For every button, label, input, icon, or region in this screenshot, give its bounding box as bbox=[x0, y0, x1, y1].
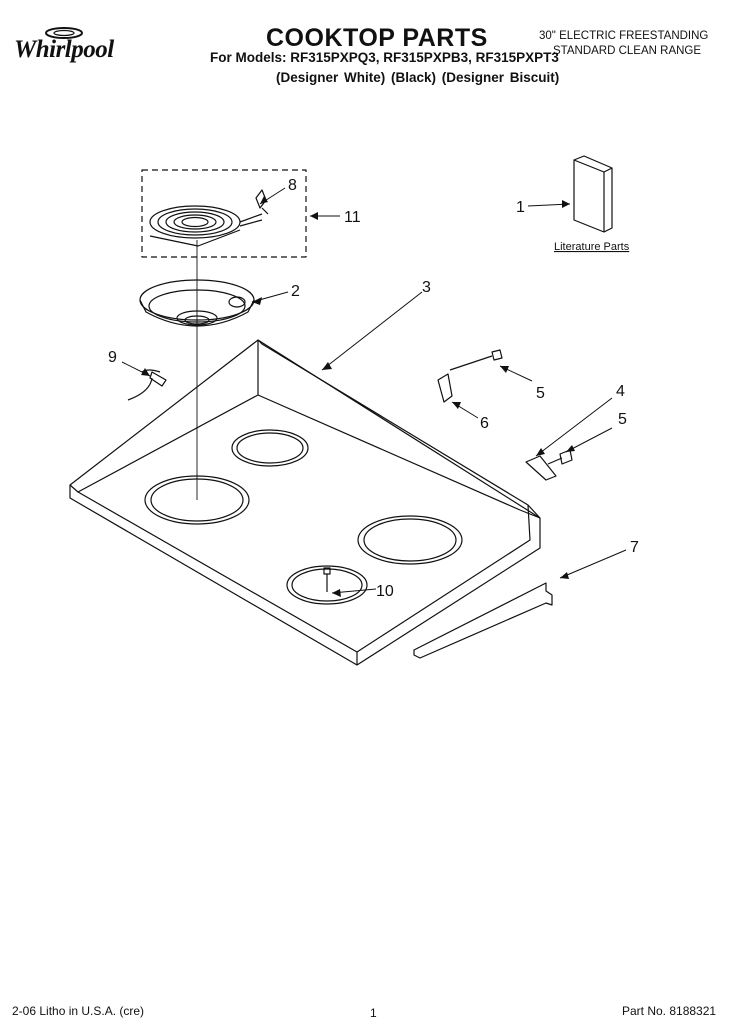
range-type-line1: 30" ELECTRIC FREESTANDING bbox=[539, 30, 709, 42]
callout-8: 8 bbox=[288, 177, 297, 194]
screw-part-10 bbox=[323, 567, 331, 592]
callout-10: 10 bbox=[376, 583, 394, 600]
callout-1: 1 bbox=[516, 199, 525, 216]
range-type-line2: STANDARD CLEAN RANGE bbox=[553, 45, 702, 57]
litho-note: 2-06 Litho in U.S.A. (cre) bbox=[12, 1004, 145, 1018]
leader-lines bbox=[121, 187, 627, 594]
page-number: 1 bbox=[370, 1006, 377, 1020]
part-number: Part No. 8188321 bbox=[622, 1004, 717, 1018]
surface-element-coil bbox=[149, 205, 263, 247]
leader-arrowheads bbox=[141, 196, 575, 597]
element-assembly-box bbox=[141, 169, 307, 258]
trim-strip bbox=[413, 582, 553, 659]
callout-4: 4 bbox=[616, 383, 625, 400]
page-title: COOKTOP PARTS bbox=[266, 24, 488, 52]
color-variants: (Designer White) (Black) (Designer Biscu… bbox=[276, 70, 560, 85]
literature-parts-label: Literature Parts bbox=[554, 241, 630, 253]
bracket-part-6 bbox=[437, 373, 453, 403]
screw-part-5-upper bbox=[449, 349, 503, 371]
callout-11: 11 bbox=[344, 209, 361, 226]
callout-7: 7 bbox=[630, 539, 639, 556]
callout-6: 6 bbox=[480, 415, 489, 432]
literature-parts-booklet bbox=[573, 155, 613, 233]
callout-9: 9 bbox=[108, 349, 117, 366]
screw-part-5-lower bbox=[547, 449, 573, 465]
callout-5-lower: 5 bbox=[618, 411, 627, 428]
logo-swoosh-icon bbox=[45, 27, 83, 39]
model-list: For Models: RF315PXPQ3, RF315PXPB3, RF31… bbox=[210, 50, 559, 65]
callout-5-upper: 5 bbox=[536, 385, 545, 402]
bracket-part-4 bbox=[525, 455, 557, 481]
main-cooktop bbox=[69, 339, 541, 666]
callout-2: 2 bbox=[291, 283, 300, 300]
whirlpool-logo: Whirlpool bbox=[14, 26, 152, 68]
callout-3: 3 bbox=[422, 279, 431, 296]
brand-name: Whirlpool bbox=[14, 36, 114, 63]
